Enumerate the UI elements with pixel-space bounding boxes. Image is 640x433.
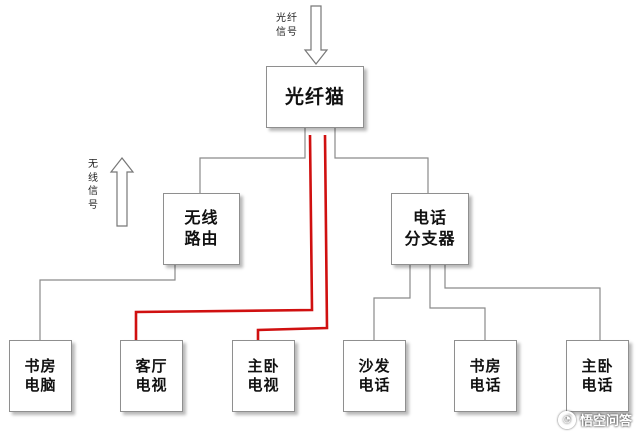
living-tv-label-line: 电视: [135, 376, 168, 394]
onu-label: 光纤猫: [284, 85, 345, 108]
onu-box: 光纤猫: [266, 66, 364, 128]
study-phone-box: 书房 电话: [454, 340, 517, 412]
living-tv-box: 客厅 电视: [120, 340, 183, 412]
splitter-label-line: 分支器: [404, 229, 456, 248]
bedroom-tv-label-line: 主卧: [247, 356, 280, 375]
sofa-phone-box: 沙发 电话: [343, 340, 406, 412]
study-pc-label-line: 电脑: [24, 376, 57, 394]
line-onu-splitter: [334, 128, 429, 193]
bedroom-tv-label-line: 电视: [247, 376, 280, 394]
fiber-signal-line: 光纤: [276, 13, 298, 24]
wireless-signal-char: 无: [88, 159, 99, 170]
study-phone-label-line: 书房: [469, 356, 502, 375]
line-onu-living-tv: [134, 134, 314, 340]
router-label-line: 无线: [184, 208, 219, 228]
wireless-signal-label: 无 线 信 号: [88, 158, 99, 212]
study-pc-label-line: 书房: [24, 356, 57, 375]
wireless-signal-char: 信: [88, 186, 99, 197]
bedroom-phone-label-line: 主卧: [581, 356, 614, 375]
line-splitter-study-phone: [429, 265, 486, 340]
watermark: ◔ 悟空问答: [557, 410, 632, 429]
sofa-phone-label-line: 沙发: [358, 356, 391, 375]
bedroom-tv-box: 主卧 电视: [232, 340, 295, 412]
router-box: 无线 路由: [163, 193, 240, 265]
line-router-study-pc: [39, 265, 176, 340]
splitter-box: 电话 分支器: [391, 193, 469, 265]
line-onu-bedroom-tv: [256, 134, 329, 340]
study-pc-box: 书房 电脑: [9, 340, 72, 412]
splitter-label-line: 电话: [412, 208, 447, 228]
fiber-signal-arrow-icon: [303, 5, 329, 65]
wireless-signal-arrow-icon: [109, 157, 135, 227]
line-splitter-sofa-phone: [373, 265, 411, 340]
sofa-phone-label-line: 电话: [358, 376, 391, 394]
study-phone-label-line: 电话: [469, 376, 502, 394]
bedroom-phone-label-line: 电话: [581, 376, 614, 394]
wireless-signal-char: 线: [88, 172, 99, 184]
line-splitter-bedroom-phone: [444, 265, 601, 340]
wireless-signal-char: 号: [88, 199, 99, 211]
living-tv-label-line: 客厅: [135, 356, 168, 375]
bedroom-phone-box: 主卧 电话: [566, 340, 629, 412]
watermark-text: 悟空问答: [579, 414, 632, 429]
line-onu-router: [199, 128, 306, 193]
fiber-signal-label: 光纤 信号: [276, 12, 298, 39]
fiber-signal-line: 信号: [276, 26, 298, 38]
router-label-line: 路由: [184, 229, 219, 248]
watermark-logo-icon: ◔: [557, 410, 576, 429]
